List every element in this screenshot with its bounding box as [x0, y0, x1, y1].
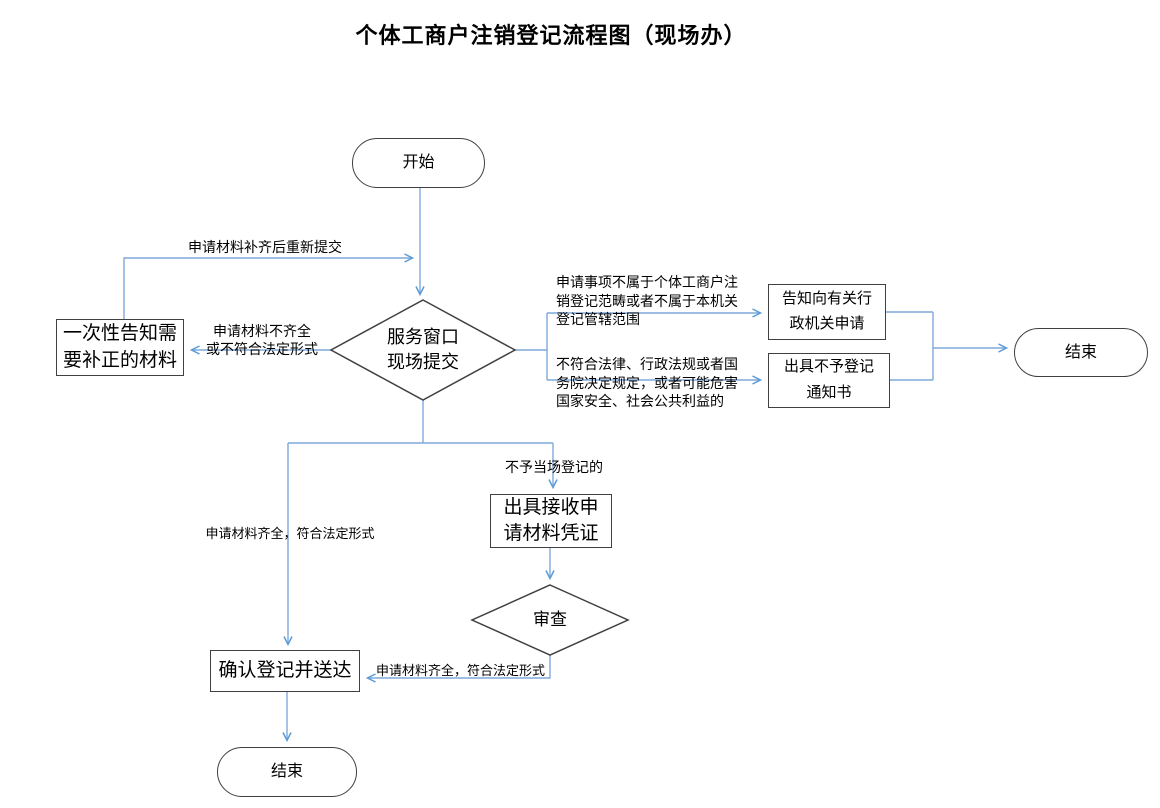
connector-lines [123, 188, 1009, 743]
decision-review-label: 审查 [533, 610, 567, 630]
edge-label-complete-left: 申请材料齐全，符合法定形式 [205, 526, 375, 541]
rejection-notice-box: 出具不予登记 通知书 [768, 353, 890, 408]
end-terminator-right: 结束 [1014, 328, 1148, 377]
start-terminator: 开始 [352, 138, 485, 188]
end-terminator-bottom: 结束 [217, 747, 357, 797]
confirm-delivery-box: 确认登记并送达 [210, 650, 360, 692]
page-title: 个体工商户注销登记流程图（现场办） [355, 23, 747, 48]
decision-review-shape [470, 584, 630, 656]
notify-correction-box: 一次性告知需 要补正的材料 [56, 319, 184, 376]
edge-label-not-onsite: 不予当场登记的 [505, 461, 603, 476]
edge-label-not-in-scope: 申请事项不属于个体工商户注 销登记范畴或者不属于本机关 登记管辖范围 [556, 276, 738, 329]
edge-label-illegal: 不符合法律、行政法规或者国 务院决定规定，或者可能危害 国家安全、社会公共利益的 [556, 358, 738, 411]
edge-review-to-confirm [365, 655, 551, 683]
decision-window-label: 服务窗口 现场提交 [387, 326, 459, 372]
decision-window-shape [329, 299, 517, 401]
edge-resubmit [123, 253, 415, 319]
edge-label-incomplete: 申请材料不齐全 或不符合法定形式 [206, 325, 318, 358]
inform-other-authority-box: 告知向有关行 政机关申请 [768, 284, 886, 340]
edge-label-resubmit: 申请材料补齐后重新提交 [188, 241, 342, 256]
edge-label-complete-review: 申请材料齐全，符合法定形式 [376, 663, 546, 678]
receipt-box: 出具接收申 请材料凭证 [490, 494, 612, 548]
